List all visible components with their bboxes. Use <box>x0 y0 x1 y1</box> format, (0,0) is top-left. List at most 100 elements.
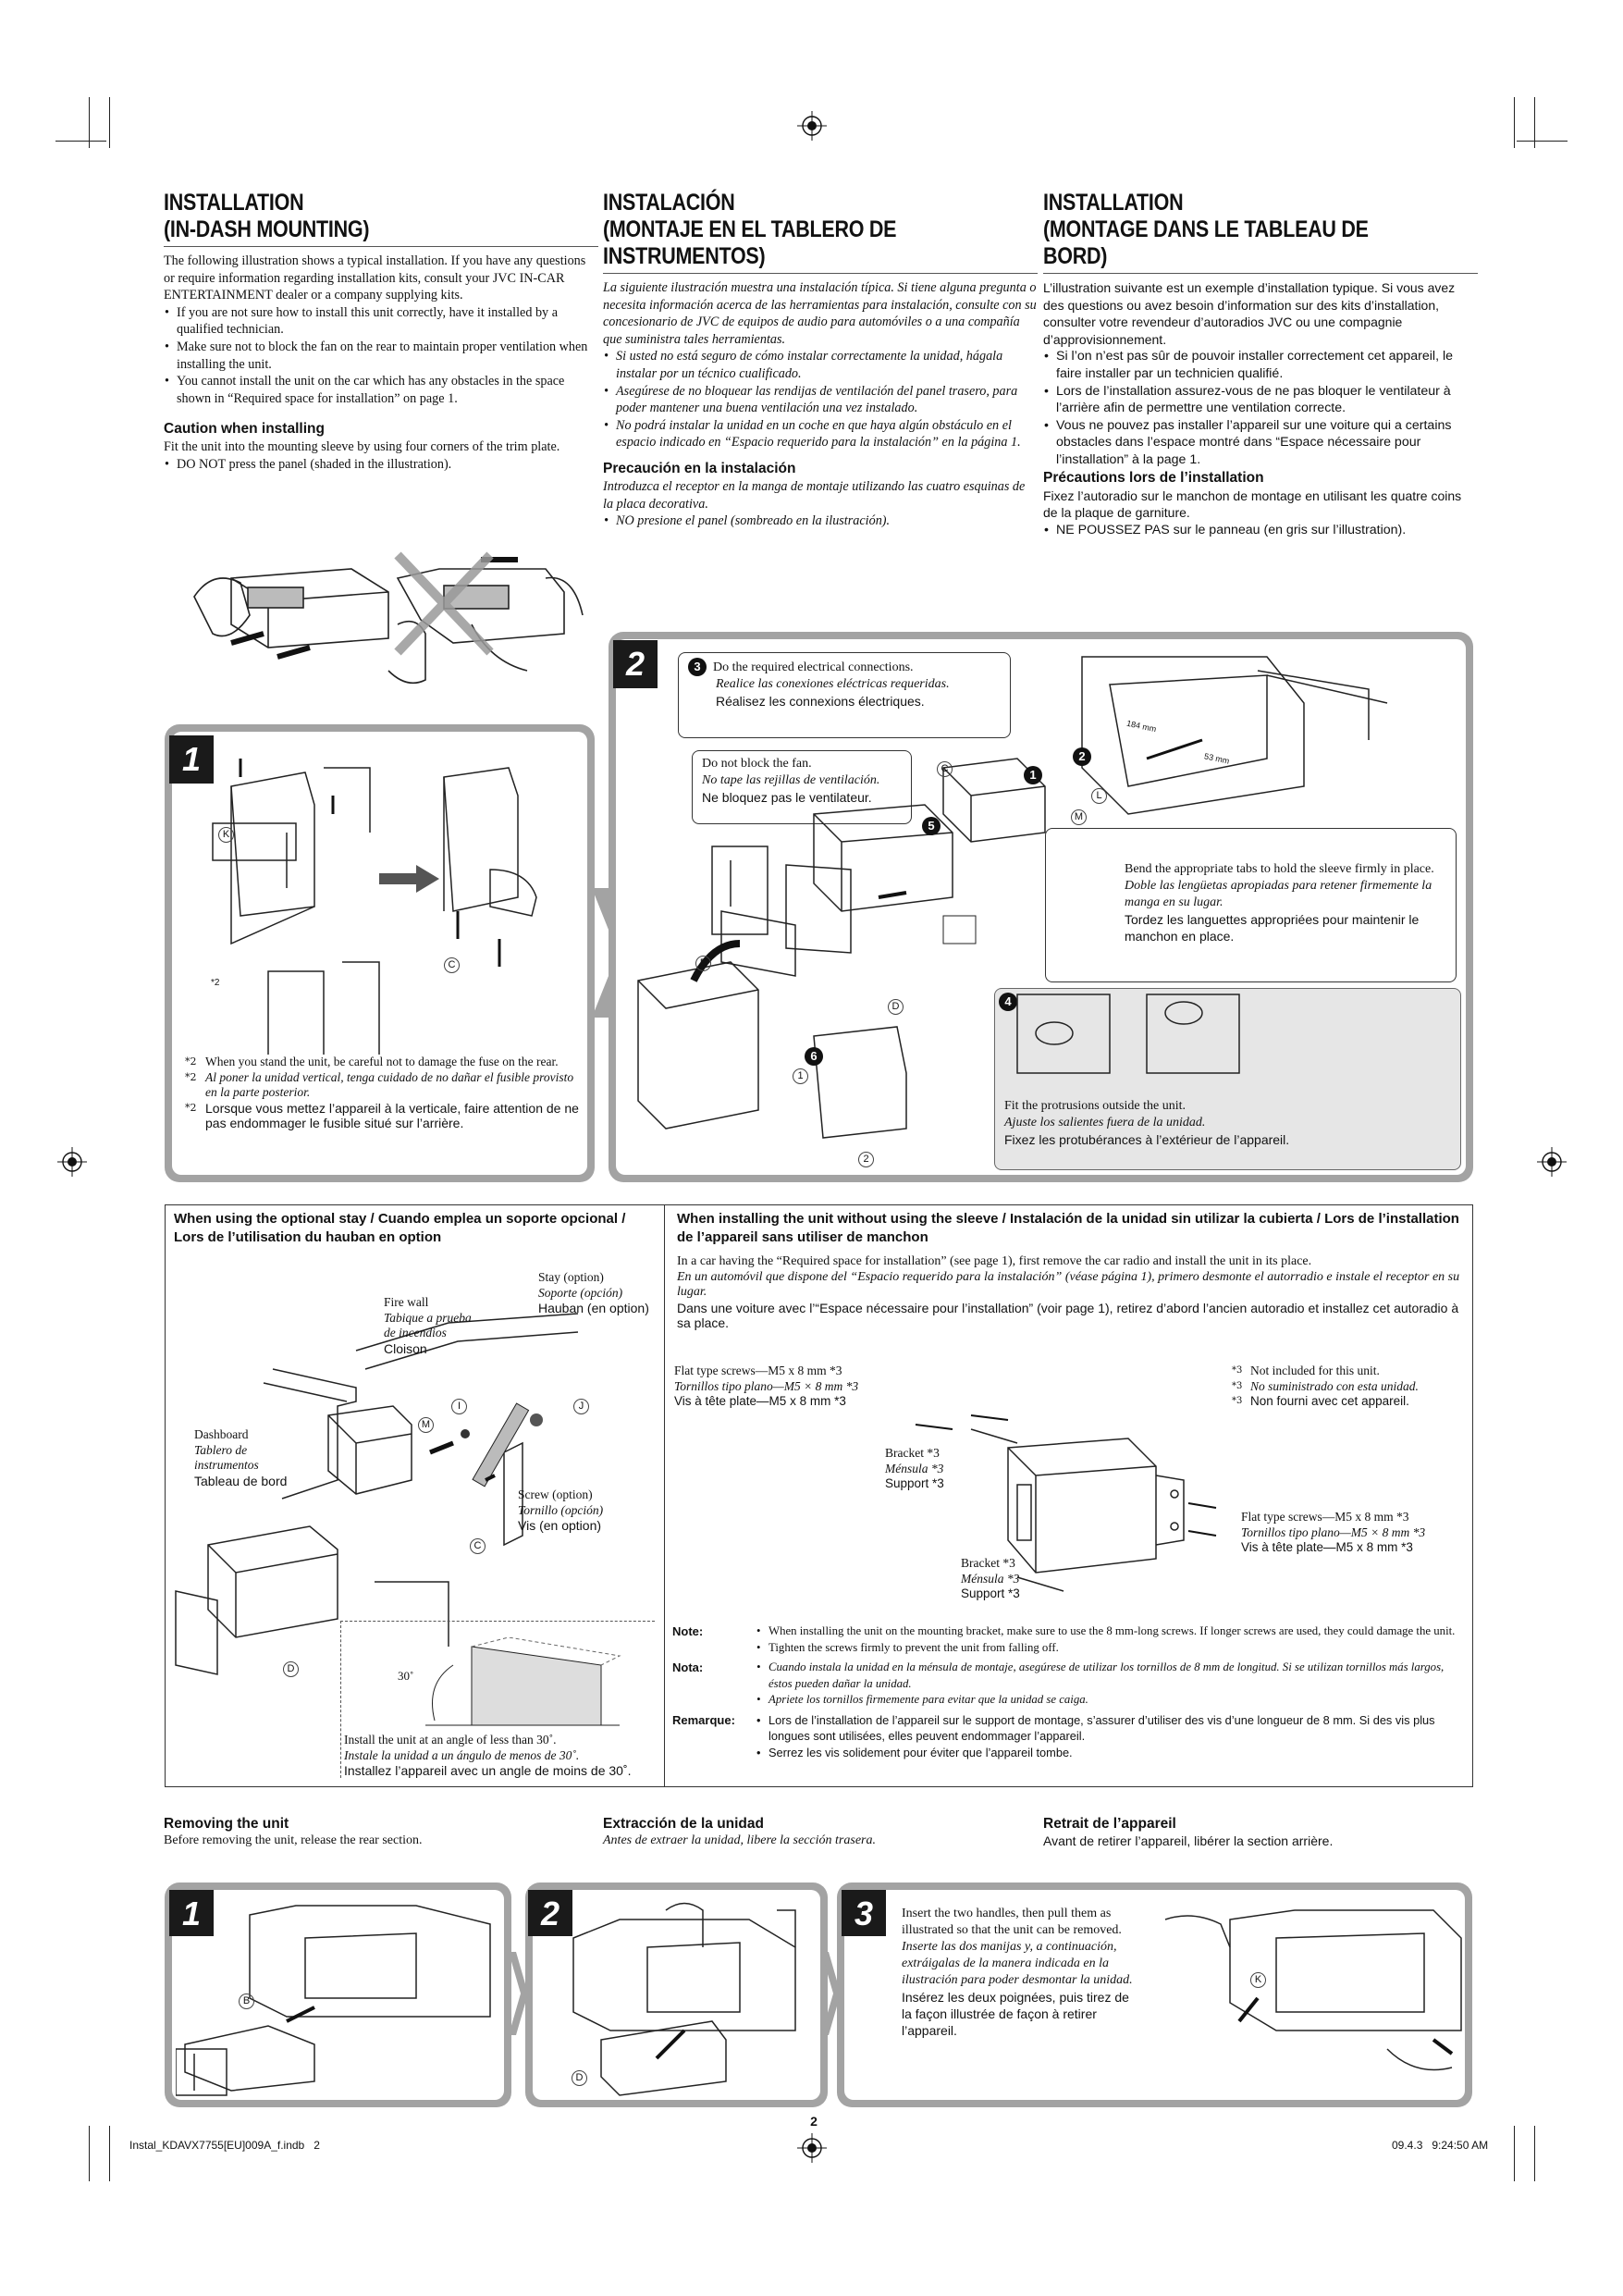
column-english: INSTALLATION (IN-DASH MOUNTING) The foll… <box>164 190 598 474</box>
callout-tabs: Bend the appropriate tabs to hold the sl… <box>1045 828 1457 982</box>
nosleeve-text: In a car having the “Required space for … <box>677 1254 1460 1330</box>
step-number: 1 <box>169 735 214 784</box>
caution-heading: Caution when installing <box>164 421 325 438</box>
step-1-illustration <box>212 759 537 1055</box>
label-l: L <box>1091 788 1107 804</box>
callout-text: Do not block the fan. <box>702 757 812 771</box>
removing-es: Extracción de la unidad Antes de extraer… <box>603 1816 876 1847</box>
step-circle: 2 <box>1073 747 1091 766</box>
crop-mark <box>1517 141 1568 142</box>
list-item: Si usted no está seguro de cómo instalar… <box>604 348 1038 382</box>
callout-text: Doble las lengüetas apropiadas para rete… <box>1125 879 1432 909</box>
bracket-label: Bracket *3 Ménsula *3 Support *3 <box>885 1446 944 1490</box>
registration-mark-icon <box>797 111 827 141</box>
remove-step-3-illustration <box>1164 1909 1462 2071</box>
intro-text: La siguiente ilustración muestra una ins… <box>603 280 1037 347</box>
note-item: Lors de l’installation de l’appareil sur… <box>756 1712 1468 1745</box>
bracket-label: Bracket *3 Ménsula *3 Support *3 <box>961 1556 1020 1600</box>
label-i: I <box>451 1399 467 1414</box>
note-key: Note: <box>672 1624 704 1638</box>
installation-options-box <box>165 1204 1473 1787</box>
remove-step-1-panel <box>165 1882 511 2107</box>
caution-heading: Précautions lors de l’installation <box>1043 469 1264 486</box>
bracket-illustration <box>915 1414 1217 1592</box>
list-item: Si l’on n’est pas sûr de pouvoir install… <box>1044 348 1478 382</box>
note-key: Remarque: <box>672 1712 735 1727</box>
callout-text: Bend the appropriate tabs to hold the sl… <box>1125 862 1434 876</box>
intro-text: L’illustration suivante est un exemple d… <box>1043 280 1456 347</box>
nosleeve-heading: When installing the unit without using t… <box>677 1211 1459 1245</box>
label-k: K <box>218 827 234 843</box>
list-item: Asegúrese de no bloquear las rendijas de… <box>604 383 1038 417</box>
footnote-mark: *2 <box>185 1070 197 1083</box>
sub-step-label: 1 <box>793 1068 808 1084</box>
crop-mark <box>1514 2126 1515 2181</box>
step-circle: 5 <box>922 817 941 835</box>
step-circle: 6 <box>805 1047 823 1066</box>
step-number: 1 <box>169 1890 214 1936</box>
crop-mark <box>109 97 110 148</box>
removing-en: Removing the unit Before removing the un… <box>164 1816 423 1847</box>
list-item: Lors de l’installation assurez-vous de n… <box>1044 383 1478 417</box>
callout-protrusions: 4 Fit the protrusions outside the unit. … <box>994 988 1461 1170</box>
label-c: C <box>937 761 953 777</box>
screw-label: Screw (option) Tornillo (opción) Vis (en… <box>518 1487 604 1533</box>
notes-table: Note: When installing the unit on the mo… <box>672 1623 1468 1760</box>
chevron-right-icon <box>509 1952 528 2035</box>
step-circle: 3 <box>688 658 707 676</box>
list-item: Vous ne pouvez pas installer l’appareil … <box>1044 417 1478 469</box>
caution-text: Fixez l’autoradio sur le manchon de mont… <box>1043 488 1462 521</box>
caution-illustration <box>193 551 584 685</box>
callout-fan: Do not block the fan. No tape las rejill… <box>692 750 912 824</box>
stay-heading: When using the optional stay / Cuando em… <box>174 1211 626 1245</box>
callout-text: Réalisez les connexions électriques. <box>716 694 925 709</box>
section-title: INSTALLATION <box>164 190 304 216</box>
dashboard-label: Dashboard Tablero de instrumentos Tablea… <box>194 1427 288 1488</box>
stay-illustration <box>175 1313 579 1675</box>
flat-screws-label: Flat type screws—M5 x 8 mm *3 Tornillos … <box>674 1364 859 1408</box>
label-b: B <box>695 956 711 971</box>
column-french: INSTALLATION (MONTAGE DANS LE TABLEAU DE… <box>1043 190 1478 538</box>
step-number: 3 <box>842 1890 886 1936</box>
step-2-illustration <box>637 656 1388 1139</box>
remove-step-2-illustration <box>572 1902 796 2096</box>
section-title: INSTALLATION <box>1043 190 1184 216</box>
callout-connections: 3 Do the required electrical connections… <box>678 652 1011 738</box>
crop-mark <box>1514 97 1515 148</box>
note-item: Cuando instala la unidad en la ménsula d… <box>756 1660 1468 1692</box>
removing-fr: Retrait de l’appareil Avant de retirer l… <box>1043 1816 1334 1848</box>
list-item: DO NOT press the panel (shaded in the il… <box>165 456 598 474</box>
caution-text: Fit the unit into the mounting sleeve by… <box>164 439 560 455</box>
label-d: D <box>283 1661 299 1677</box>
caution-text: Introduzca el receptor en la manga de mo… <box>603 478 1026 512</box>
footnote-text: Lorsque vous mettez l’appareil à la vert… <box>205 1100 579 1131</box>
crop-mark <box>55 141 106 142</box>
step-number: 2 <box>613 640 658 688</box>
registration-mark-icon <box>1537 1147 1567 1177</box>
remove-step-1-illustration <box>176 1905 491 2096</box>
footnote-mark: *2 <box>185 1055 197 1068</box>
crop-mark <box>109 2126 110 2181</box>
label-b: B <box>239 1994 254 2009</box>
crop-mark <box>1534 97 1535 148</box>
angle-caption: Install the unit at an angle of less tha… <box>344 1733 632 1778</box>
footnote-mark: *2 <box>211 978 220 988</box>
label-k: K <box>1250 1972 1266 1988</box>
intro-text: The following illustration shows a typic… <box>164 253 586 303</box>
section-subtitle: (MONTAJE EN EL TABLERO DE INSTRUMENTOS) <box>603 216 897 269</box>
crop-mark <box>89 97 90 148</box>
section-title: INSTALACIÓN <box>603 190 735 216</box>
note-item: When installing the unit on the mounting… <box>756 1623 1468 1640</box>
flat-screws-label: Flat type screws—M5 x 8 mm *3 Tornillos … <box>1241 1510 1426 1554</box>
note-key: Nota: <box>672 1660 704 1674</box>
list-item: Make sure not to block the fan on the re… <box>165 339 598 373</box>
list-item: If you are not sure how to install this … <box>165 304 598 339</box>
angle-illustration <box>425 1637 621 1726</box>
callout-text: No tape las rejillas de ventilación. <box>702 773 880 787</box>
list-item: NE POUSSEZ PAS sur le panneau (en gris s… <box>1044 522 1478 539</box>
registration-mark-icon <box>57 1147 87 1177</box>
crop-mark <box>89 2126 90 2181</box>
footnote-mark: *2 <box>185 1101 197 1114</box>
